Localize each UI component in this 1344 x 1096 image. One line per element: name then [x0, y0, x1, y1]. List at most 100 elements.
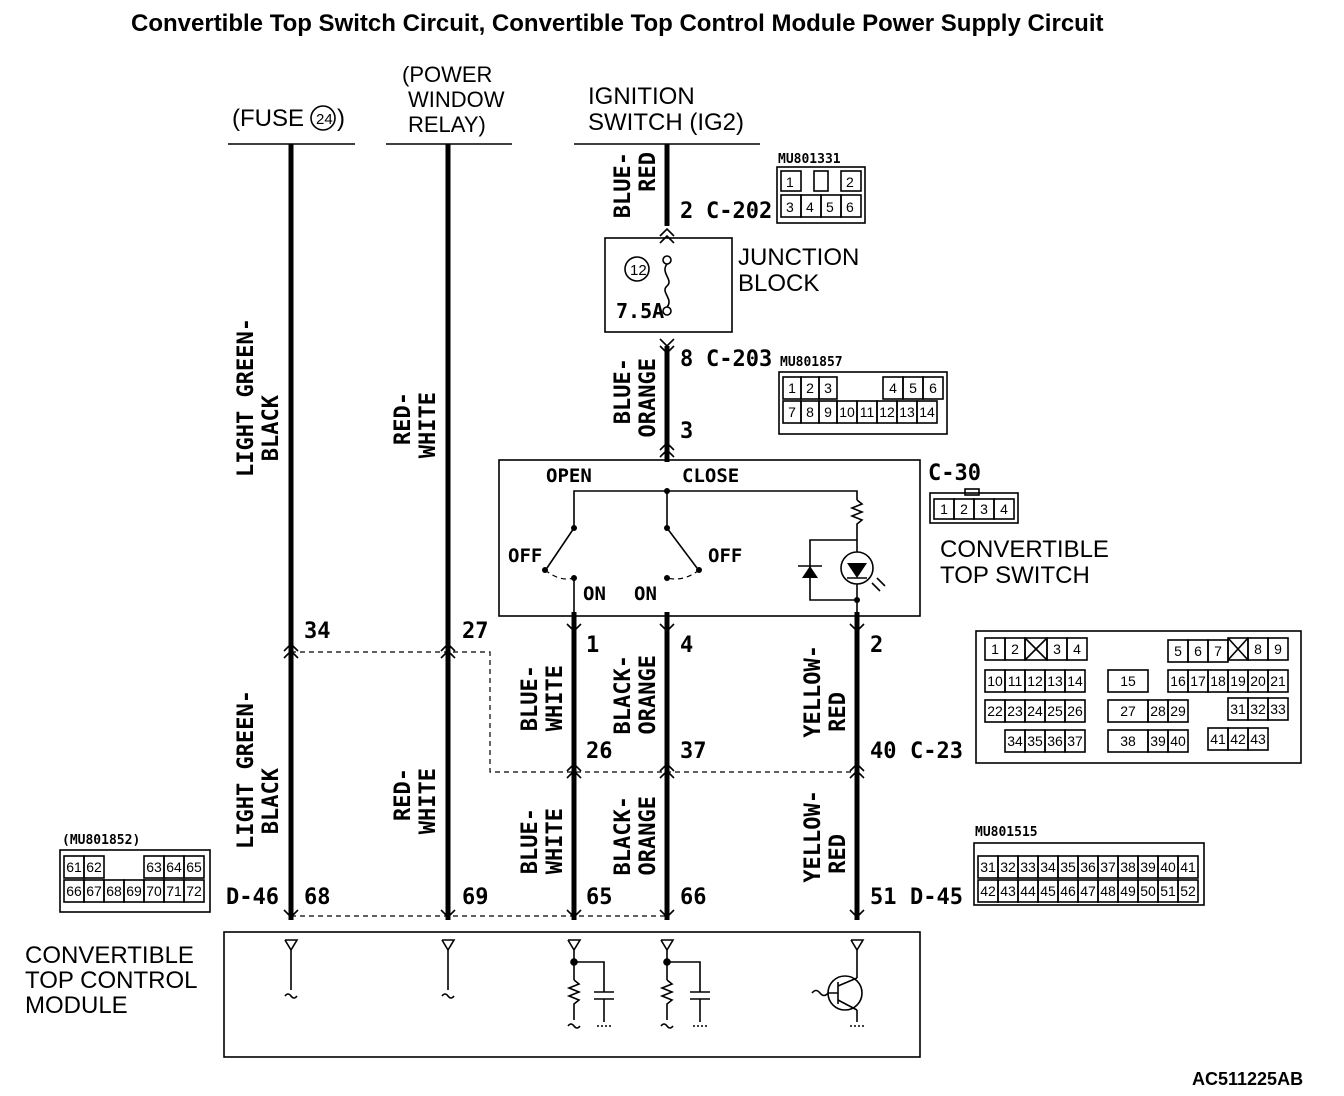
svg-text:2: 2 [846, 174, 854, 190]
label-yr-bot-1: YELLOW- [801, 790, 826, 883]
connector-pin-cell [1267, 669, 1289, 693]
pin-c203: 8 [680, 347, 693, 372]
label-bo-bot-2: ORANGE [636, 796, 661, 875]
connector-pin-label: 38 [1120, 733, 1136, 749]
label-c202: C-202 [706, 199, 772, 224]
label-lgb-bot-2: BLACK [259, 767, 284, 834]
connector-pin-label: 47 [1080, 883, 1096, 899]
connector-pin-label: 19 [1230, 673, 1246, 689]
connector-pin-label: 7 [788, 404, 796, 420]
label-bw-bot-2: WHITE [543, 808, 568, 874]
connector-pin-label: 3 [980, 501, 988, 517]
label-rw-bot-2: WHITE [416, 768, 441, 834]
pin-c202: 2 [680, 199, 693, 224]
connector-pin-label: 46 [1060, 883, 1076, 899]
connector-pin-cell [1267, 637, 1289, 661]
label-yr-top-1: YELLOW- [801, 645, 826, 738]
label-d45: D-45 [910, 885, 963, 910]
connector-pin-label: 31 [1230, 701, 1246, 717]
connector-pin-label: 29 [1170, 703, 1186, 719]
connector-pin-label: 1 [940, 501, 948, 517]
fuse-label: (FUSE [232, 105, 304, 132]
switch-zener-diode [802, 566, 818, 578]
pin-sw-4: 4 [680, 633, 693, 658]
svg-text:1: 1 [786, 174, 794, 190]
connector-pin-label: 4 [889, 380, 897, 396]
connector-pin-label: 24 [1027, 703, 1043, 719]
pin-c23-34: 34 [304, 619, 331, 644]
connector-pin-label: 51 [1160, 883, 1176, 899]
junction-block-label-1: JUNCTION [738, 244, 859, 271]
connector-pin-label: 9 [1274, 641, 1282, 657]
fuse-number: 24 [316, 111, 333, 128]
ignition-label-1: IGNITION [588, 83, 695, 110]
label-rw-bot-1: RED- [391, 768, 416, 821]
connector-pin-label: 37 [1067, 733, 1083, 749]
connector-pin-label: 4 [1000, 501, 1008, 517]
connector-c23-dashed-link [291, 651, 857, 773]
fuse-12-circle [624, 256, 650, 282]
connector-pin-label: 28 [1150, 703, 1166, 719]
ignition-label-2: SWITCH (IG2) [588, 109, 744, 136]
connector-pin-label: 50 [1140, 883, 1156, 899]
connector-pin-label: 14 [919, 404, 935, 420]
label-d46: D-46 [226, 885, 279, 910]
convertible-top-control-module: CONVERTIBLE TOP CONTROL MODULE [25, 931, 921, 1058]
connector-pin-cell [183, 855, 205, 879]
svg-text:4: 4 [806, 199, 814, 215]
blank-pin-cross [1227, 637, 1249, 661]
junction-block-label-2: BLOCK [738, 270, 819, 297]
label-blue-orange-1: BLUE- [611, 358, 636, 424]
connector-pin-label: 33 [1020, 859, 1036, 875]
connector-pin-label: 25 [1047, 703, 1063, 719]
switch-illumination-resistor [849, 499, 865, 540]
connector-pin-label: 26 [1067, 703, 1083, 719]
connector-pin-label: 42 [980, 883, 996, 899]
switch-off-left: OFF [508, 545, 542, 567]
pin-c30-in: 3 [680, 419, 693, 444]
label-lgb-bot-1: LIGHT GREEN- [234, 690, 259, 849]
blank-pin-cross [1024, 637, 1048, 661]
part-mu801331: MU801331 [778, 152, 841, 167]
pin-sw-1: 1 [586, 633, 599, 658]
connector-pin-label: 64 [166, 859, 182, 875]
connector-pin-label: 7 [1214, 643, 1222, 659]
connector-pin-label: 35 [1060, 859, 1076, 875]
connector-pin-label: 5 [909, 380, 917, 396]
connector-pin-label: 48 [1100, 883, 1116, 899]
connector-pin-label: 43 [1000, 883, 1016, 899]
connector-pin-label: 20 [1250, 673, 1266, 689]
relay-label-3: RELAY) [408, 112, 486, 137]
switch-on-right: ON [634, 583, 657, 605]
connector-pin-label: 2 [806, 380, 814, 396]
connector-pin-label: 38 [1120, 859, 1136, 875]
connector-pin-label: 32 [1250, 701, 1266, 717]
connector-face-mu801331: MU801331 1 2 3 4 5 6 [776, 152, 866, 224]
connector-pin-label: 17 [1190, 673, 1206, 689]
connector-pin-label: 11 [1008, 673, 1023, 689]
connector-pin-cell [1066, 637, 1088, 661]
label-yr-top-2: RED [826, 692, 851, 732]
connector-pin-label: 14 [1067, 673, 1083, 689]
switch-left-contact [546, 527, 575, 569]
switch-off-right: OFF [708, 545, 742, 567]
fuse-24-source: (FUSE 24 ) [228, 105, 355, 145]
label-bw-top-2: WHITE [543, 665, 568, 731]
part-d46: (MU801852) [62, 833, 140, 848]
connector-pin-label: 41 [1210, 731, 1226, 747]
connector-pin-label: 49 [1120, 883, 1136, 899]
connector-pin-label: 72 [186, 883, 202, 899]
pin-d46-68: 68 [304, 885, 331, 910]
fuse-12-rating: 7.5A [616, 299, 664, 323]
connector-pin-cell [922, 376, 944, 400]
switch-close-label: CLOSE [682, 465, 739, 487]
pin-c23-37: 37 [680, 739, 707, 764]
switch-right-contact [666, 527, 698, 569]
wire-color-labels: BLUE- RED BLUE- ORANGE LIGHT GREEN- BLAC… [234, 152, 851, 883]
connector-pin-label: 21 [1270, 673, 1286, 689]
label-blue-red-1: BLUE- [611, 152, 636, 218]
connector-pin-label: 67 [86, 883, 102, 899]
connector-pin-label: 2 [960, 501, 968, 517]
connector-pin-label: 68 [106, 883, 122, 899]
